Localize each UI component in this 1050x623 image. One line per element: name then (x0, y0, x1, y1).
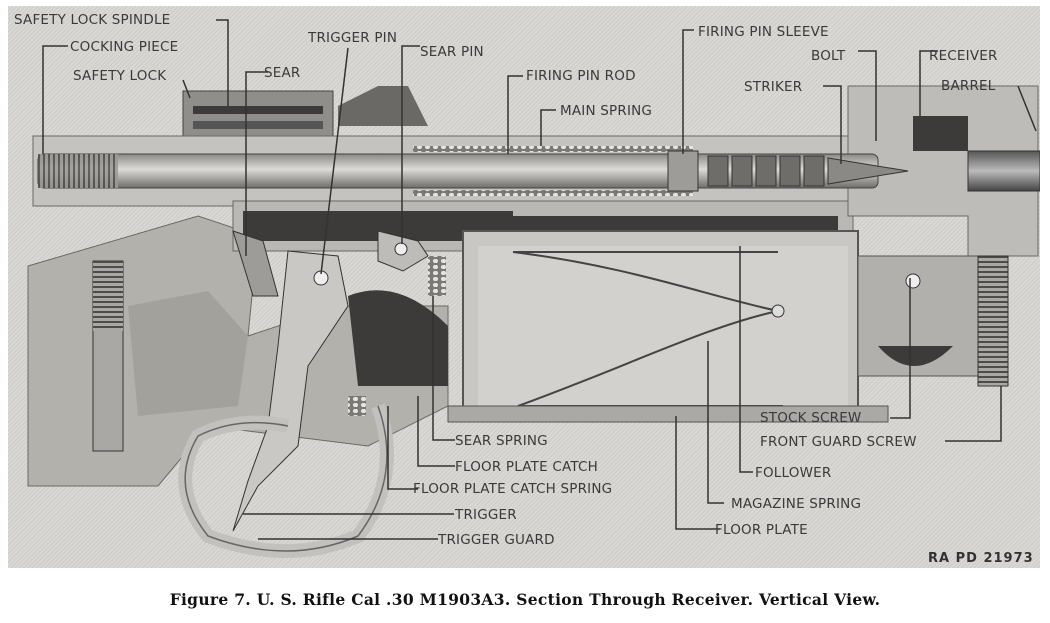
label-front-guard-screw: FRONT GUARD SCREW (760, 434, 917, 450)
label-barrel: BARREL (941, 78, 996, 94)
leader-lines (42, 19, 1037, 540)
receiver-section-drawing (27, 19, 1040, 558)
stock-wood (27, 215, 449, 487)
label-sear: SEAR (264, 65, 301, 81)
trigger-mechanism (232, 230, 448, 532)
label-safety-lock-spindle: SAFETY LOCK SPINDLE (14, 12, 171, 28)
label-magazine-spring: MAGAZINE SPRING (731, 496, 862, 512)
rear-guard-screw (92, 260, 124, 452)
label-floor-plate: FLOOR PLATE (715, 522, 808, 538)
recoil-lug (857, 255, 1009, 387)
label-follower: FOLLOWER (755, 465, 832, 481)
label-receiver: RECEIVER (929, 48, 998, 64)
figure-caption: Figure 7. U. S. Rifle Cal .30 M1903A3. S… (169, 590, 881, 609)
label-trigger-guard: TRIGGER GUARD (438, 532, 555, 548)
label-floor-plate-catch-spring: FLOOR PLATE CATCH SPRING (413, 481, 613, 497)
magazine (447, 230, 889, 423)
label-stock-screw: STOCK SCREW (760, 410, 862, 426)
label-sear-spring: SEAR SPRING (455, 433, 548, 449)
figure-plate: SAFETY LOCK SPINDLE COCKING PIECE SAFETY… (8, 6, 1040, 568)
bolt-assembly (37, 116, 1040, 196)
label-floor-plate-catch: FLOOR PLATE CATCH (455, 459, 599, 475)
label-safety-lock: SAFETY LOCK (73, 68, 167, 84)
label-trigger-pin: TRIGGER PIN (308, 30, 398, 46)
label-cocking-piece: COCKING PIECE (70, 39, 179, 55)
label-main-spring: MAIN SPRING (560, 103, 653, 119)
label-striker: STRIKER (744, 79, 803, 95)
label-bolt: BOLT (811, 48, 846, 64)
label-trigger: TRIGGER (455, 507, 517, 523)
plate-id: RA PD 21973 (928, 551, 1034, 566)
label-firing-pin-rod: FIRING PIN ROD (526, 68, 636, 84)
label-firing-pin-sleeve: FIRING PIN SLEEVE (698, 24, 829, 40)
label-sear-pin: SEAR PIN (420, 44, 484, 60)
